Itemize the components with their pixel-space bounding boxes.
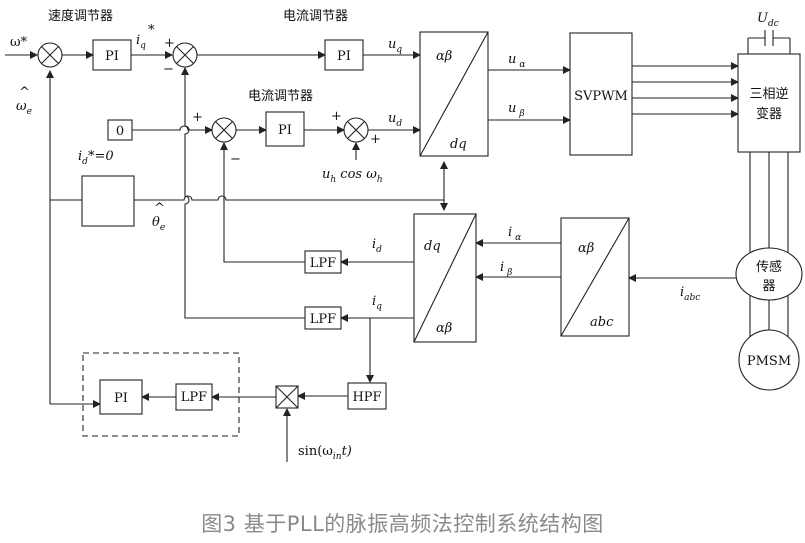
svg-text:变器: 变器 [756, 106, 782, 122]
pi-pll-block: PI [99, 379, 143, 415]
omega-ref-label: ω* [10, 35, 28, 50]
pi-iq-block: PI [324, 39, 364, 71]
svg-text:PI: PI [278, 123, 292, 138]
id-ref-zero-block: 0 [107, 119, 133, 141]
hpf-block: HPF [347, 382, 387, 410]
svg-text:LPF: LPF [310, 256, 336, 271]
plus-sign-1: + [164, 36, 175, 51]
svg-text:HPF: HPF [352, 390, 381, 405]
inverse-park-block: αβ dq [419, 31, 489, 157]
lpf-iq-block: LPF [304, 306, 342, 330]
minus-sign-1: − [163, 62, 174, 77]
svg-text:PI: PI [114, 391, 128, 406]
multiplier-block [275, 385, 299, 409]
id-label: id [372, 237, 382, 255]
pi-id-block: PI [265, 111, 305, 147]
udc-label: Udc [757, 11, 779, 29]
clarke-block: αβ abc [560, 217, 630, 337]
svg-text:dq: dq [450, 137, 467, 152]
svg-text:PMSM: PMSM [747, 354, 791, 369]
id-ref-label: id*=0 [78, 149, 114, 167]
svg-text:dq: dq [424, 239, 441, 254]
sin-signal-label: sin(ωint) [298, 444, 352, 462]
plus-sign-2: + [192, 110, 203, 125]
iq-label: iq [372, 294, 382, 312]
sum-junction-iq [172, 42, 198, 68]
iabc-label: iabc [680, 285, 700, 303]
sum-junction-ud [343, 117, 369, 143]
svg-text:SVPWM: SVPWM [574, 89, 628, 104]
svg-text:PI: PI [337, 49, 351, 64]
svg-text:αβ: αβ [436, 321, 452, 336]
minus-sign-2: − [230, 152, 241, 167]
svg-text:αβ: αβ [578, 241, 594, 256]
current-regulator-mid-label: 电流调节器 [248, 89, 313, 104]
speed-regulator-label: 速度调节器 [48, 8, 113, 24]
pi-speed-block: PI [92, 39, 132, 71]
svg-text:LPF: LPF [310, 312, 336, 327]
svg-text:LPF: LPF [181, 390, 207, 405]
theta-estimator-block [81, 175, 135, 227]
svg-text:αβ: αβ [436, 49, 452, 64]
svg-text:PI: PI [105, 49, 119, 64]
figure-caption: 图3 基于PLL的脉振高频法控制系统结构图 [201, 512, 604, 536]
theta-e-label: θe [152, 215, 165, 233]
ud-label: ud [388, 111, 402, 129]
current-regulator-top-label: 电流调节器 [283, 9, 348, 24]
lpf-pll-block: LPF [175, 383, 213, 411]
svg-text:三相逆: 三相逆 [749, 86, 788, 102]
svg-text:器: 器 [762, 279, 775, 294]
pmsm-motor: PMSM [738, 329, 800, 391]
plus-sign-4: + [370, 132, 381, 147]
sum-junction-id [211, 117, 237, 143]
svpwm-block: SVPWM [569, 32, 633, 156]
svg-text:^: ^ [154, 201, 165, 216]
lpf-id-block: LPF [304, 250, 342, 274]
sensor-ellipse: 传感 器 [735, 247, 803, 301]
inverter-block: 三相逆 变器 [737, 53, 801, 153]
svg-text:^: ^ [19, 85, 30, 100]
uq-label: uq [388, 37, 402, 55]
plus-sign-3: + [331, 109, 342, 124]
omega-e-label: ωe [16, 99, 32, 117]
dc-link-capacitor [747, 30, 791, 54]
svg-text:传感: 传感 [756, 259, 782, 275]
park-block: dq αβ [413, 213, 477, 343]
svg-text:abc: abc [590, 315, 614, 330]
injection-voltage-label: uh cos ωh [322, 167, 383, 185]
svg-text:0: 0 [116, 124, 124, 139]
iq-ref-label: iq* [136, 23, 155, 51]
sum-junction-speed [37, 42, 63, 68]
